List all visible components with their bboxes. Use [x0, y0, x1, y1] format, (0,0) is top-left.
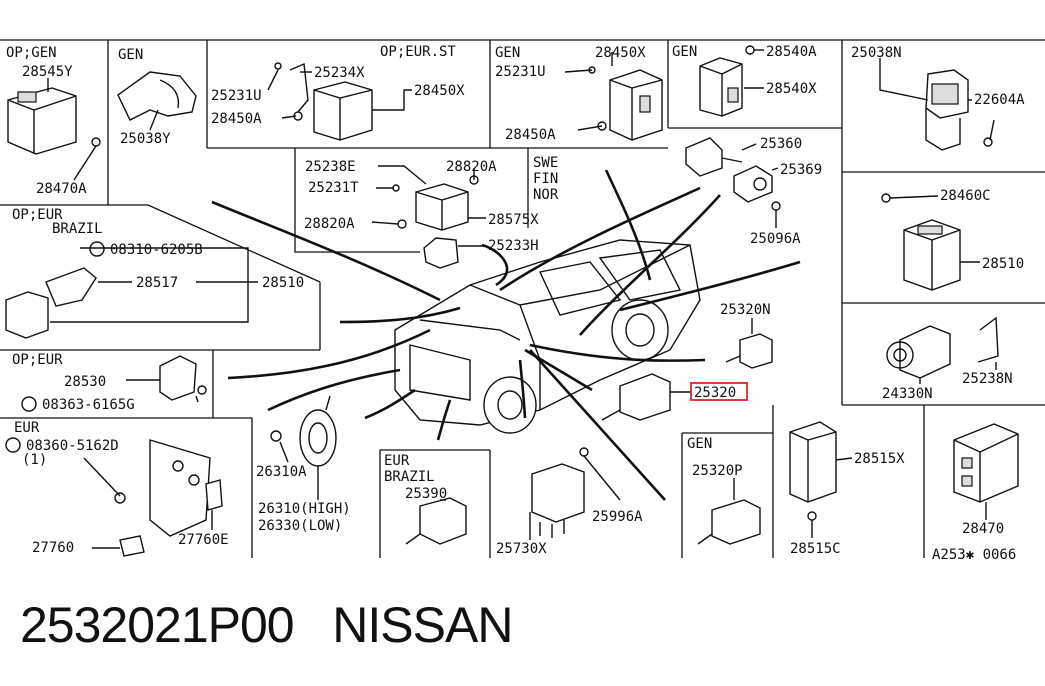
panel-borders [0, 39, 1045, 558]
vehicle-sketch [394, 239, 701, 434]
part-number-caption: 2532021P00 NISSAN [20, 597, 513, 653]
part-08360-5162D: 08360-5162D [26, 438, 119, 454]
label-nor: NOR [533, 187, 559, 203]
part-25996A: 25996A [592, 509, 643, 525]
part-25234X: 25234X [314, 65, 365, 81]
leader-lines [47, 49, 997, 549]
part-25730X: 25730X [496, 541, 547, 557]
part-25320: 25320 [694, 385, 736, 401]
part-25233H: 25233H [488, 238, 539, 254]
label-op-gen-top: OP;GEN [6, 45, 57, 61]
part-26330-low: 26330(LOW) [258, 518, 342, 534]
part-25231U-b: 25231U [495, 64, 546, 80]
part-08363-6165G: 08363-6165G [42, 397, 135, 413]
part-08310-6205B: 08310-6205B [110, 242, 203, 258]
part-28450X-b: 28450X [595, 45, 646, 61]
part-28450A-a: 28450A [211, 111, 262, 127]
part-28575X: 28575X [488, 212, 539, 228]
highlight-box [690, 382, 748, 401]
part-24330N: 24330N [882, 386, 933, 402]
part-25390: 25390 [405, 486, 447, 502]
part-labels: 28545Y 28470A 25038Y 25231U 25234X 28450… [22, 44, 1025, 563]
part-25231T: 25231T [308, 180, 359, 196]
part-28450X-a: 28450X [414, 83, 465, 99]
part-25360: 25360 [760, 136, 802, 152]
part-28510-left: 28510 [262, 275, 304, 291]
drawing-code: A253✱ 0066 [932, 547, 1016, 563]
screw-symbols [5, 241, 105, 453]
part-26310-high: 26310(HIGH) [258, 501, 351, 517]
label-gen-top2: GEN [495, 45, 520, 61]
label-gen-bottom: GEN [687, 436, 712, 452]
part-28517: 28517 [136, 275, 178, 291]
label-fin: FIN [533, 171, 558, 187]
part-26310A: 26310A [256, 464, 307, 480]
label-op-eur-st: OP;EUR.ST [380, 44, 456, 60]
label-brazil-2: BRAZIL [384, 469, 435, 485]
label-eur-bottom: EUR [384, 453, 410, 469]
label-brazil-1: BRAZIL [52, 221, 103, 237]
label-op-eur-brazil: OP;EUR [12, 207, 63, 223]
region-labels: OP;GEN GEN OP;EUR.ST GEN GEN OP;EUR BRAZ… [6, 44, 712, 485]
part-28820A-a: 28820A [446, 159, 497, 175]
part-28530: 28530 [64, 374, 106, 390]
part-28515X: 28515X [854, 451, 905, 467]
part-25096A: 25096A [750, 231, 801, 247]
label-swe: SWE [533, 155, 558, 171]
part-25369: 25369 [780, 162, 822, 178]
part-22604A: 22604A [974, 92, 1025, 108]
part-28470A: 28470A [36, 181, 87, 197]
leader-arrows [211, 169, 801, 501]
label-gen-top3: GEN [672, 44, 697, 60]
part-25238N: 25238N [962, 371, 1013, 387]
part-28450A-b: 28450A [505, 127, 556, 143]
part-27760: 27760 [32, 540, 74, 556]
part-28545Y: 28545Y [22, 64, 73, 80]
part-28820A-b: 28820A [304, 216, 355, 232]
label-op-eur-mid: OP;EUR [12, 352, 63, 368]
part-25238E: 25238E [305, 159, 356, 175]
part-28470: 28470 [962, 521, 1004, 537]
part-27760E: 27760E [178, 532, 229, 548]
label-eur-left: EUR [14, 420, 40, 436]
part-25320N: 25320N [720, 302, 771, 318]
part-28510-right: 28510 [982, 256, 1024, 272]
part-28540X: 28540X [766, 81, 817, 97]
part-28540A: 28540A [766, 44, 817, 60]
part-25320P: 25320P [692, 463, 743, 479]
label-screw-qty: (1) [22, 452, 47, 468]
part-28515C: 28515C [790, 541, 841, 557]
part-25038Y: 25038Y [120, 131, 171, 147]
component-sketches [5, 45, 1019, 557]
part-25038N: 25038N [851, 45, 902, 61]
part-28460C: 28460C [940, 188, 991, 204]
part-25231U-a: 25231U [211, 88, 262, 104]
label-gen-top1: GEN [118, 47, 143, 63]
